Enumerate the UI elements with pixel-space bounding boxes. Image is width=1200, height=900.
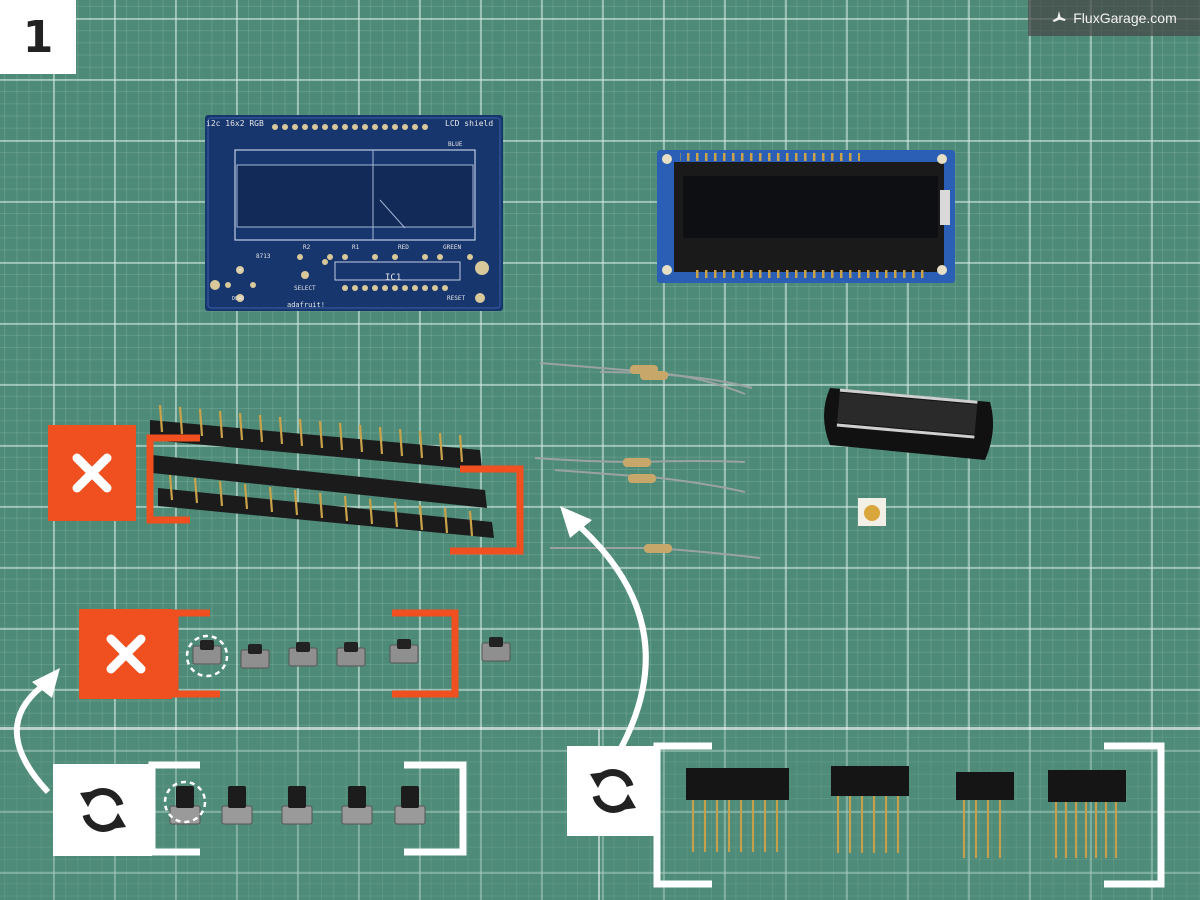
remove-buttons-badge xyxy=(79,609,172,699)
highlight-circle-tall-button xyxy=(163,780,207,824)
pcb-label-up: UP xyxy=(237,268,243,274)
step-number-badge: 1 xyxy=(0,0,76,74)
pcb-label-r2: R2 xyxy=(303,244,311,251)
pcb-label-code: 8713 xyxy=(256,253,271,260)
swap-arrows xyxy=(14,506,649,795)
refresh-icon xyxy=(589,769,636,813)
tactile-buttons-row xyxy=(192,642,511,669)
pcb-label-blue: BLUE xyxy=(448,141,463,148)
watermark-text: FluxGarage.com xyxy=(1073,10,1177,26)
replace-bracket-right-headers xyxy=(1104,742,1165,888)
replace-bracket-right-buttons xyxy=(404,761,467,856)
ic-chip-foam xyxy=(824,388,994,460)
stacking-headers xyxy=(686,766,1126,858)
pcb-label-r1: R1 xyxy=(352,244,360,251)
pcb-label-model: i2c 16x2 RGB xyxy=(206,119,264,128)
refresh-icon xyxy=(79,788,126,832)
pcb-label-brand: adafruit! xyxy=(287,301,325,309)
remove-bracket-left-headers xyxy=(146,434,200,524)
replace-bracket-left-headers xyxy=(653,742,712,888)
watermark: FluxGarage.com xyxy=(1028,0,1200,36)
pcb-label-down: DOWN xyxy=(232,296,244,302)
replace-bracket-left-buttons xyxy=(148,761,200,856)
pcb-label-green: GREEN xyxy=(443,244,461,251)
pcb-label-shield: LCD shield xyxy=(445,119,493,128)
remove-bracket-right-headers xyxy=(450,465,524,555)
pcb-label-reset: RESET xyxy=(447,295,465,302)
pcb-label-ic1: IC1 xyxy=(385,273,401,283)
resistor-bodies xyxy=(623,365,672,553)
lcd-module xyxy=(657,150,955,283)
remove-bracket-right-buttons xyxy=(392,609,459,698)
strip-divider-line xyxy=(0,727,1200,730)
pcb-board: i2c 16x2 RGB LCD shield BLUE R2 R1 RED G… xyxy=(205,115,503,311)
close-icon xyxy=(72,453,112,493)
flux-logo-icon xyxy=(1052,11,1067,22)
potentiometer xyxy=(858,498,886,526)
pcb-label-red: RED xyxy=(398,244,409,251)
swap-headers-badge xyxy=(567,746,658,836)
tall-tactile-buttons xyxy=(169,805,426,825)
remove-bracket-left-buttons xyxy=(171,609,220,698)
male-header-strips xyxy=(150,404,494,538)
remove-headers-badge xyxy=(48,425,136,521)
pcb-label-select: SELECT xyxy=(294,285,316,292)
swap-buttons-badge xyxy=(53,764,152,856)
close-icon xyxy=(106,634,145,674)
highlight-circle-button xyxy=(185,634,229,678)
remove-brackets xyxy=(146,434,524,698)
